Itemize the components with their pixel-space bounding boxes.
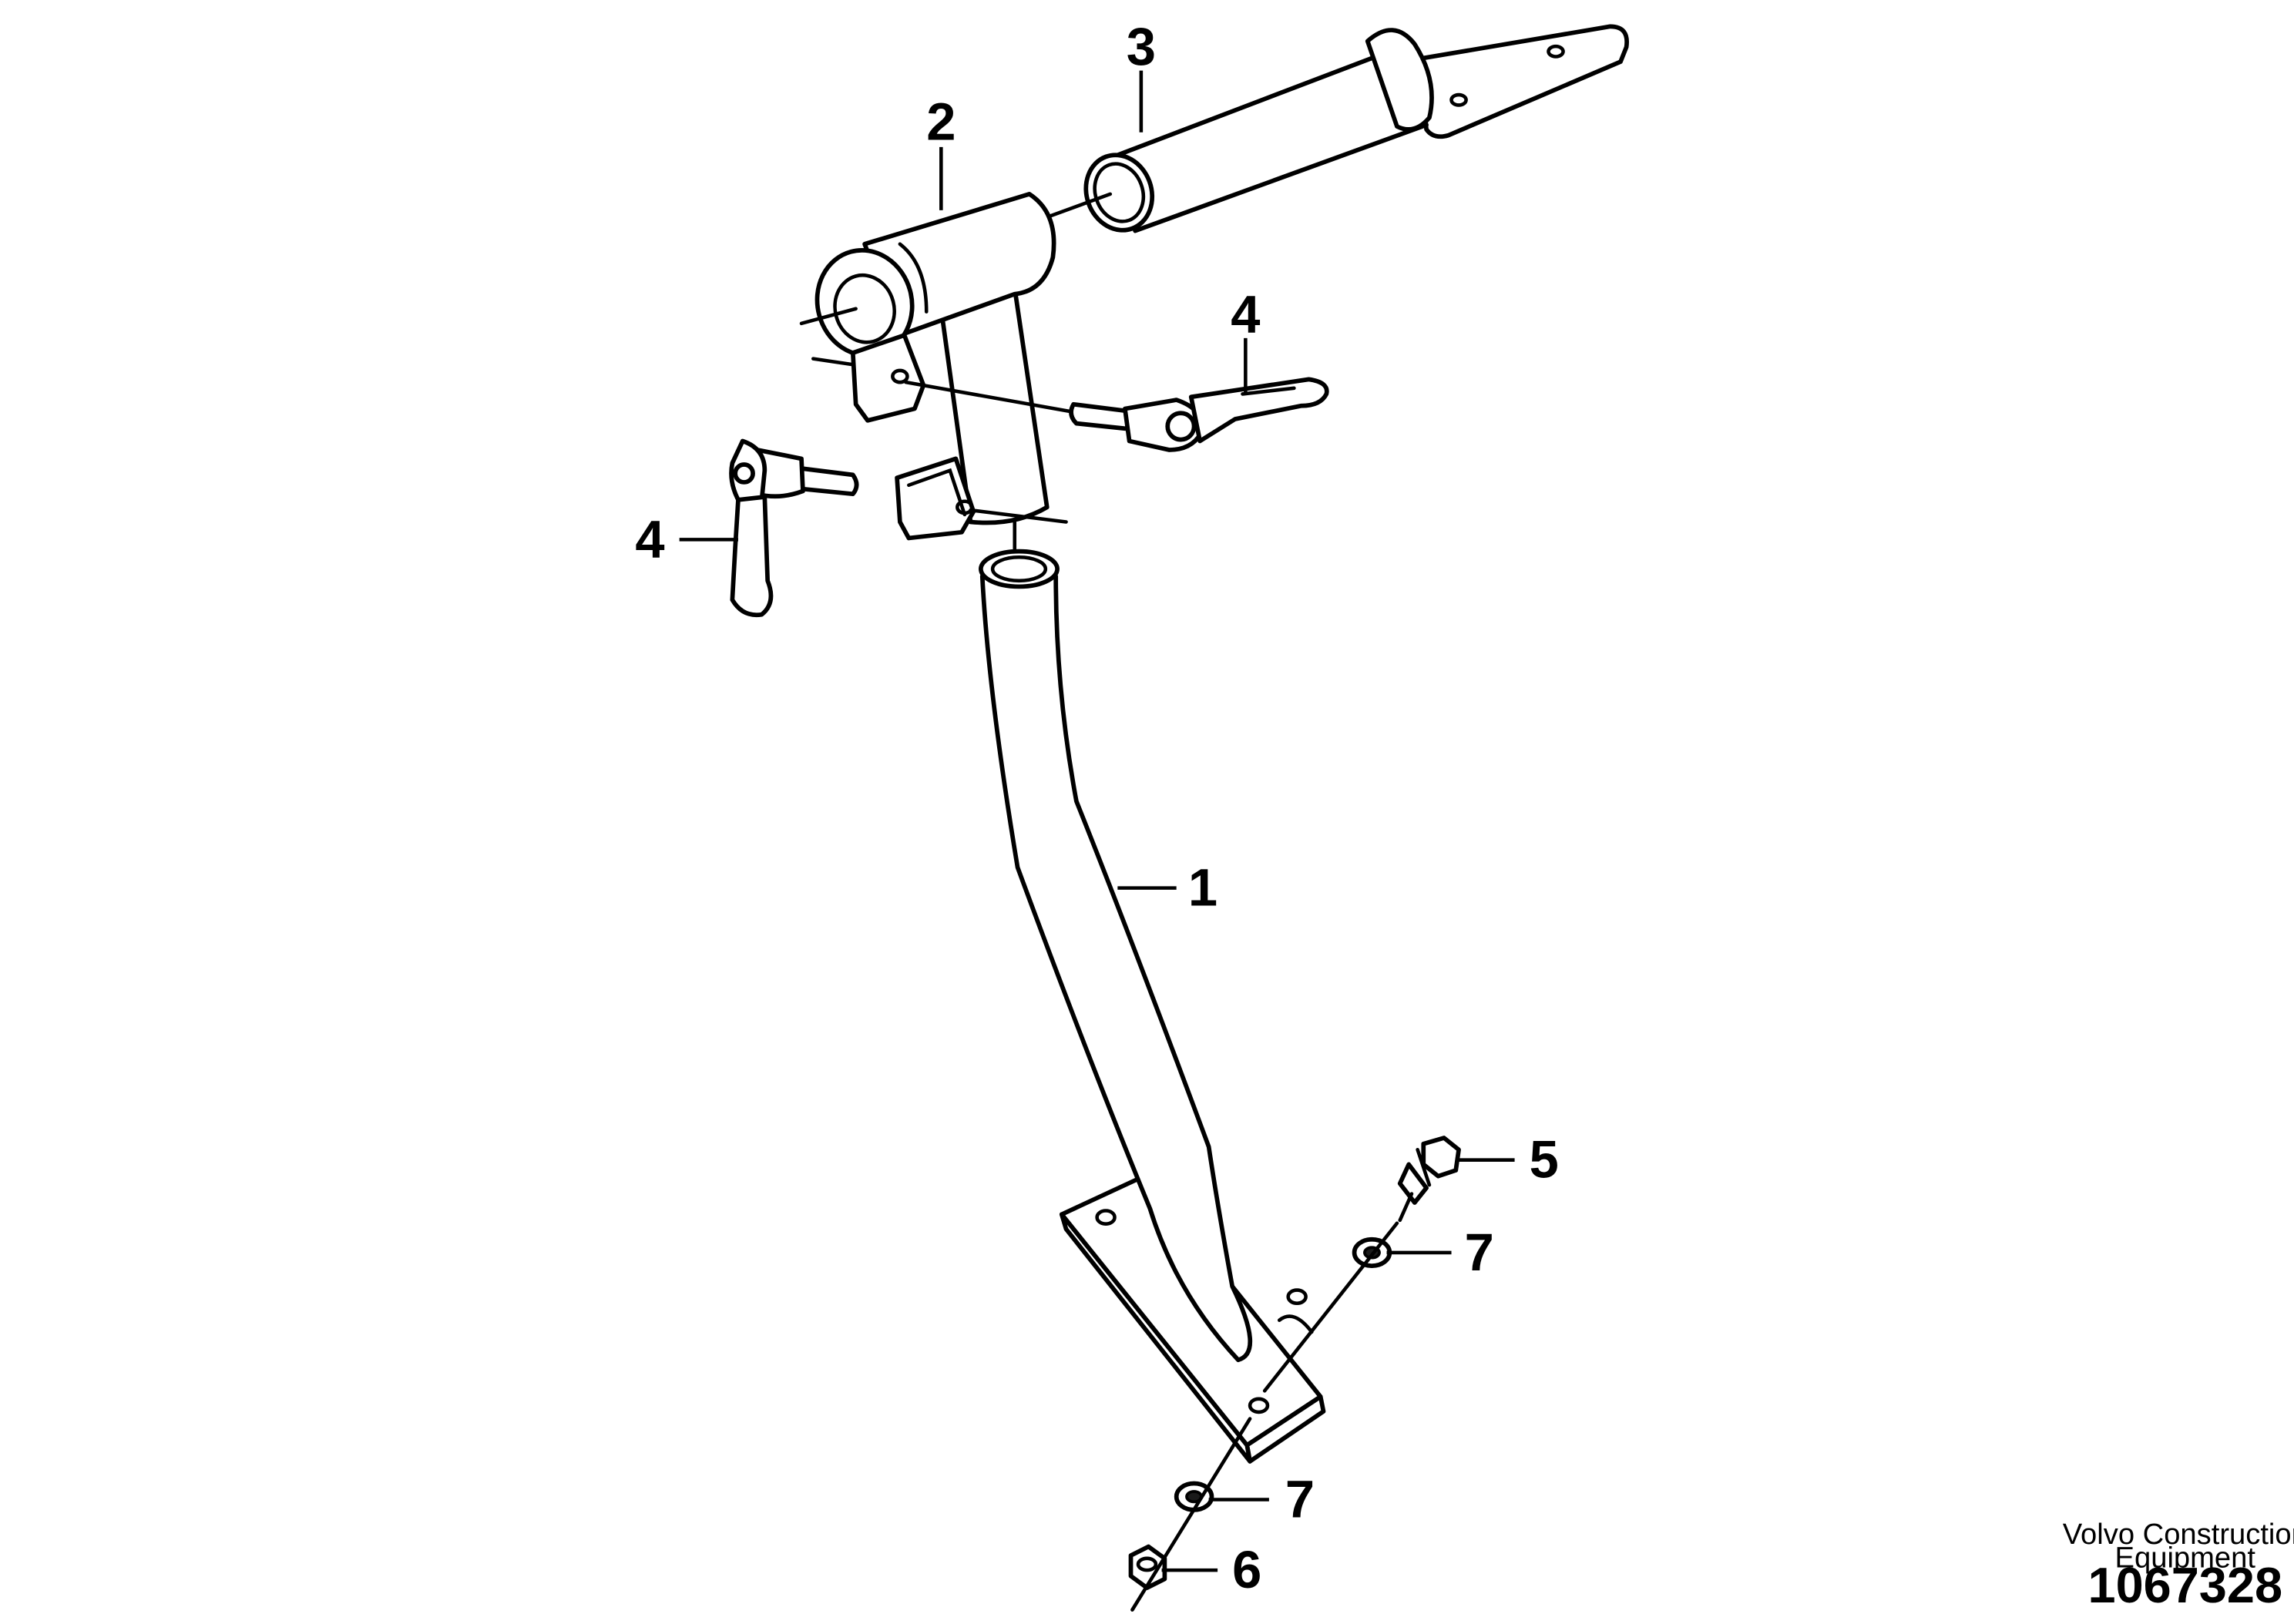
callout-2: 2 [926,92,956,151]
company-name-line1: Volvo Construction [2063,1518,2294,1551]
fastener-axis-lower [1130,1417,1252,1612]
part-2-clamp-housing [799,192,1113,579]
callout-7-bottom: 7 [1285,1469,1315,1528]
fastener-axis-upper [1262,1221,1399,1393]
callout-7-top: 7 [1465,1223,1494,1282]
callout-6: 6 [1232,1540,1261,1599]
callout-1: 1 [1188,858,1218,918]
part-5-bolt [1397,1136,1461,1223]
part-7-washer-bottom [1174,1481,1214,1512]
drawing-number: 1067328 [2087,1557,2282,1613]
callout-3: 3 [1127,17,1156,76]
callout-4-left: 4 [635,509,664,569]
callout-5: 5 [1530,1130,1559,1189]
leader-lines [679,70,1515,1572]
part-4-lever-right [1069,377,1329,452]
part-4-lever-left [729,438,859,618]
company-name-line2: Equipment [2115,1541,2256,1574]
callout-4-right: 4 [1231,284,1260,344]
part-1-post [978,549,1326,1464]
part-6-nut [1128,1544,1167,1590]
part-3-tube-bracket [1083,24,1629,233]
